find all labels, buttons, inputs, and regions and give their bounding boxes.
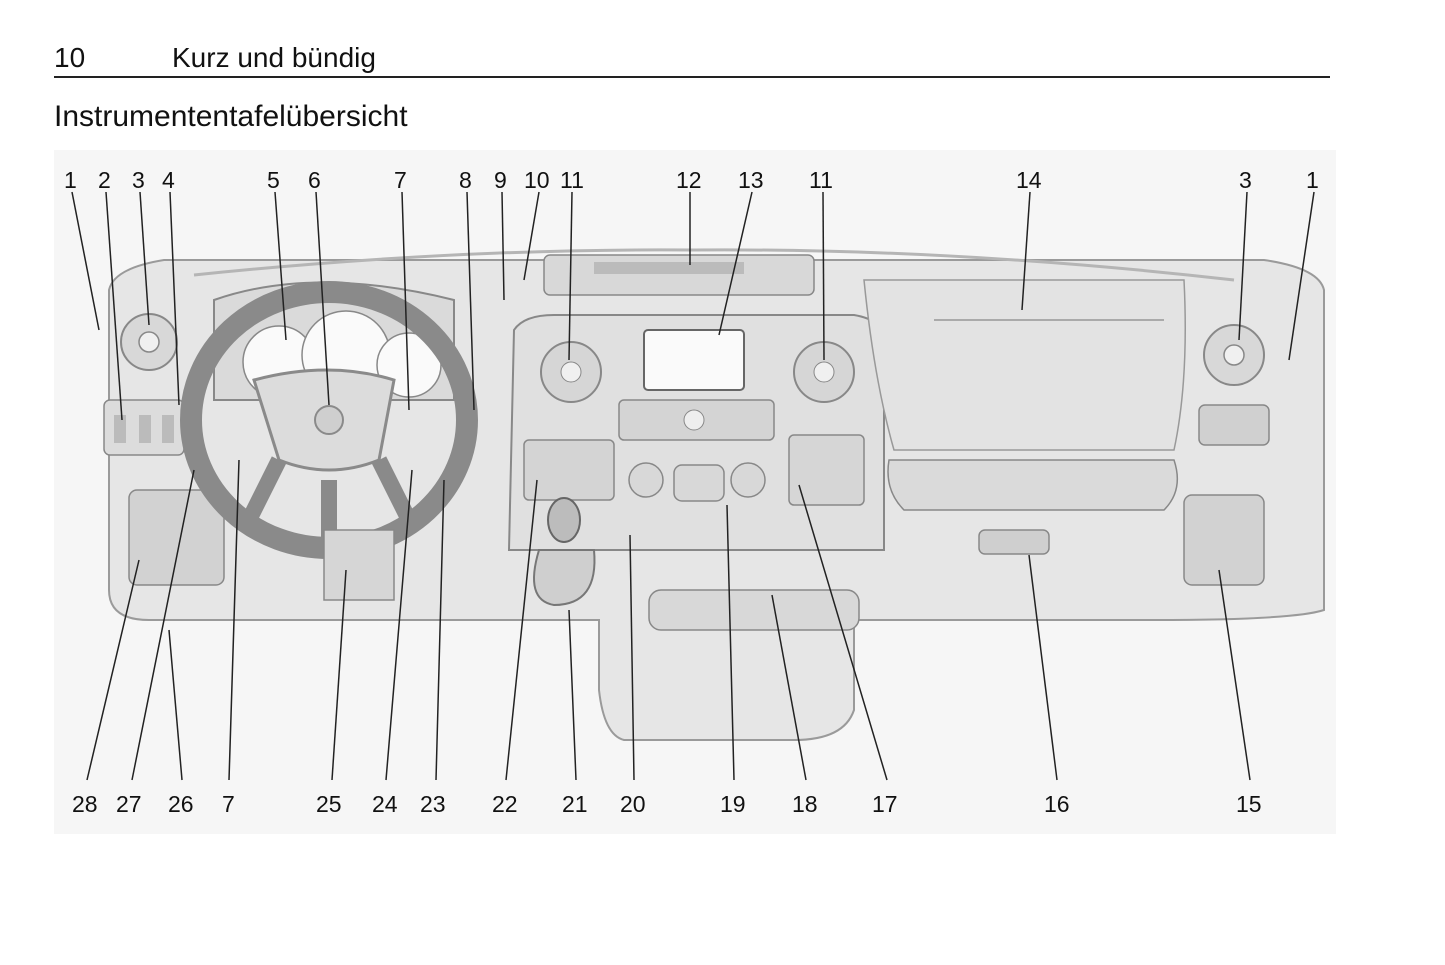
chapter-title: Kurz und bündig [172, 42, 376, 73]
climate-knob-left [628, 462, 664, 498]
socket-panel [788, 434, 865, 506]
passenger-airbag-panel [863, 279, 1186, 451]
callout-bottom: 26 [168, 791, 194, 817]
steering-wheel [180, 281, 478, 559]
callout-top: 3 [1239, 167, 1252, 193]
callout-bottom: 20 [620, 791, 646, 817]
right-storage-compartment [1198, 404, 1270, 446]
callout-top: 9 [494, 167, 507, 193]
callout-bottom: 22 [492, 791, 518, 817]
center-switch-block [523, 439, 615, 501]
callout-top: 11 [560, 167, 584, 193]
callout-top: 1 [64, 167, 77, 193]
callout-bottom: 21 [562, 791, 588, 817]
callout-bottom: 7 [222, 791, 235, 817]
callout-bottom: 17 [872, 791, 898, 817]
climate-display [673, 464, 725, 502]
callout-bottom: 25 [316, 791, 342, 817]
callout-bottom: 18 [792, 791, 818, 817]
glovebox [887, 459, 1179, 511]
callout-bottom: 15 [1236, 791, 1262, 817]
callout-top: 12 [676, 167, 702, 193]
callout-top: 7 [394, 167, 407, 193]
bottom-leader-lines [86, 459, 1251, 781]
infotainment-display [643, 329, 745, 391]
section-title: Instrumententafelübersicht [54, 100, 408, 133]
callout-top: 6 [308, 167, 321, 193]
callout-bottom: 24 [372, 791, 398, 817]
top-leader-lines [71, 191, 1315, 421]
dashboard-drawing: 1 2 3 4 5 6 7 8 9 10 11 12 13 11 14 3 1 … [64, 167, 1325, 817]
callout-bottom: 27 [116, 791, 142, 817]
pedal-area [323, 529, 395, 601]
callout-bottom: 16 [1044, 791, 1070, 817]
page-header: 10 Kurz und bündig [54, 40, 1330, 78]
callout-top: 4 [162, 167, 175, 193]
top-storage-tray [543, 254, 815, 296]
top-callouts: 1 2 3 4 5 6 7 8 9 10 11 12 13 11 14 3 1 [64, 167, 1319, 193]
callout-bottom: 19 [720, 791, 746, 817]
dashboard-top-edge [193, 248, 1235, 282]
callout-top: 2 [98, 167, 111, 193]
callout-bottom: 28 [72, 791, 98, 817]
climate-knob-right [730, 462, 766, 498]
left-storage-compartment [128, 489, 225, 586]
gear-lever [533, 549, 596, 607]
callout-bottom: 23 [420, 791, 446, 817]
callout-top: 1 [1306, 167, 1319, 193]
right-lower-storage [1183, 494, 1265, 586]
page-number: 10 [54, 42, 86, 73]
callout-top: 3 [132, 167, 145, 193]
callout-top: 13 [738, 167, 764, 193]
callout-top: 8 [459, 167, 472, 193]
bottom-callouts: 28 27 26 7 25 24 23 22 21 20 19 18 17 16… [72, 791, 1262, 817]
callout-top: 14 [1016, 167, 1042, 193]
callout-top: 10 [524, 167, 550, 193]
glovebox-handle [978, 529, 1050, 555]
dashboard-illustration: 1 2 3 4 5 6 7 8 9 10 11 12 13 11 14 3 1 … [54, 150, 1336, 834]
callout-top: 11 [809, 167, 833, 193]
callout-top: 5 [267, 167, 280, 193]
cup-holder-tray [648, 589, 860, 631]
